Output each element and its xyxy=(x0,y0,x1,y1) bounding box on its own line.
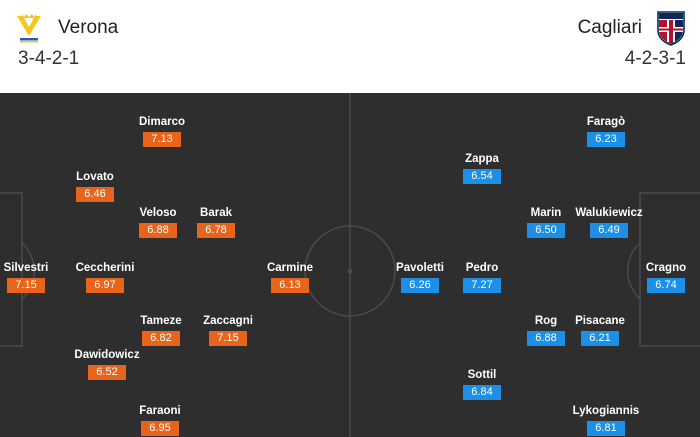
player-name: Zappa xyxy=(465,153,499,165)
player-name: Zaccagni xyxy=(203,315,253,327)
player-name: Carmine xyxy=(266,262,314,274)
player-card[interactable]: Barak 6.78 xyxy=(176,206,256,246)
player-name: Cragno xyxy=(645,262,687,274)
player-card[interactable]: Sottil 6.84 xyxy=(442,368,522,408)
player-card[interactable]: Marin 6.50 xyxy=(506,206,586,246)
player-card[interactable]: Dawidowicz 6.52 xyxy=(67,348,147,388)
player-card[interactable]: Walukiewicz 6.49 xyxy=(569,206,649,246)
player-card[interactable]: Pedro 7.27 xyxy=(442,261,522,301)
player-rating: 6.49 xyxy=(590,223,628,238)
player-name: Faragò xyxy=(586,116,626,128)
player-rating: 6.81 xyxy=(587,421,625,436)
away-team-name: Cagliari xyxy=(577,17,642,38)
player-name: Marin xyxy=(530,207,562,219)
player-name: Silvestri xyxy=(3,262,49,274)
player-rating: 6.88 xyxy=(527,331,565,346)
player-card[interactable]: Faraoni 6.95 xyxy=(120,404,200,437)
player-rating: 6.78 xyxy=(197,223,235,238)
player-card[interactable]: Zaccagni 7.15 xyxy=(188,314,268,354)
player-rating: 6.84 xyxy=(463,385,501,400)
player-card[interactable]: Carmine 6.13 xyxy=(250,261,330,301)
player-name: Pedro xyxy=(465,262,499,274)
player-rating: 6.21 xyxy=(581,331,619,346)
verona-crest-icon xyxy=(17,14,41,43)
player-name: Pisacane xyxy=(575,315,625,327)
home-team-name: Verona xyxy=(58,17,119,38)
player-rating: 6.97 xyxy=(86,278,124,293)
player-name: Pavoletti xyxy=(396,262,444,274)
player-name: Dawidowicz xyxy=(74,349,140,361)
player-name: Veloso xyxy=(139,207,177,219)
player-rating: 6.50 xyxy=(527,223,565,238)
player-rating: 6.23 xyxy=(587,132,625,147)
away-formation: 4-2-3-1 xyxy=(624,48,686,69)
player-card[interactable]: Pavoletti 6.26 xyxy=(380,261,460,301)
player-card[interactable]: Tameze 6.82 xyxy=(121,314,201,354)
player-card[interactable]: Veloso 6.88 xyxy=(118,206,198,246)
player-rating: 6.74 xyxy=(647,278,685,293)
player-rating: 7.15 xyxy=(7,278,45,293)
player-rating: 6.13 xyxy=(271,278,309,293)
player-card[interactable]: Lovato 6.46 xyxy=(55,170,135,210)
player-name: Ceccherini xyxy=(75,262,135,274)
player-card[interactable]: Pisacane 6.21 xyxy=(560,314,640,354)
player-rating: 6.54 xyxy=(463,169,501,184)
player-rating: 6.95 xyxy=(141,421,179,436)
player-rating: 7.13 xyxy=(143,132,181,147)
player-card[interactable]: Zappa 6.54 xyxy=(442,152,522,192)
player-card[interactable]: Lykogiannis 6.81 xyxy=(566,404,646,437)
player-card[interactable]: Silvestri 7.15 xyxy=(0,261,66,301)
player-name: Faraoni xyxy=(139,405,181,417)
player-name: Sottil xyxy=(467,369,497,381)
match-header: Verona 3-4-2-1 Cagliari 4-2-3-1 xyxy=(0,0,700,93)
cagliari-crest-icon xyxy=(657,11,685,46)
player-name: Lovato xyxy=(76,171,114,183)
player-rating: 6.26 xyxy=(401,278,439,293)
player-card[interactable]: Faragò 6.23 xyxy=(566,115,646,155)
player-card[interactable]: Dimarco 7.13 xyxy=(122,115,202,155)
pitch-markings xyxy=(0,93,700,437)
player-name: Walukiewicz xyxy=(575,207,643,219)
player-rating: 6.88 xyxy=(139,223,177,238)
pitch: Silvestri 7.15 Lovato 6.46 Ceccherini 6.… xyxy=(0,93,700,437)
player-rating: 6.82 xyxy=(142,331,180,346)
home-formation: 3-4-2-1 xyxy=(18,48,80,69)
player-card[interactable]: Cragno 6.74 xyxy=(626,261,700,301)
player-name: Dimarco xyxy=(138,116,186,128)
player-rating: 6.52 xyxy=(88,365,126,380)
player-name: Rog xyxy=(534,315,558,327)
player-card[interactable]: Rog 6.88 xyxy=(506,314,586,354)
player-name: Tameze xyxy=(140,315,182,327)
player-name: Barak xyxy=(200,207,232,219)
player-card[interactable]: Ceccherini 6.97 xyxy=(65,261,145,301)
player-rating: 6.46 xyxy=(76,187,114,202)
player-rating: 7.15 xyxy=(209,331,247,346)
player-name: Lykogiannis xyxy=(572,405,640,417)
player-rating: 7.27 xyxy=(463,278,501,293)
